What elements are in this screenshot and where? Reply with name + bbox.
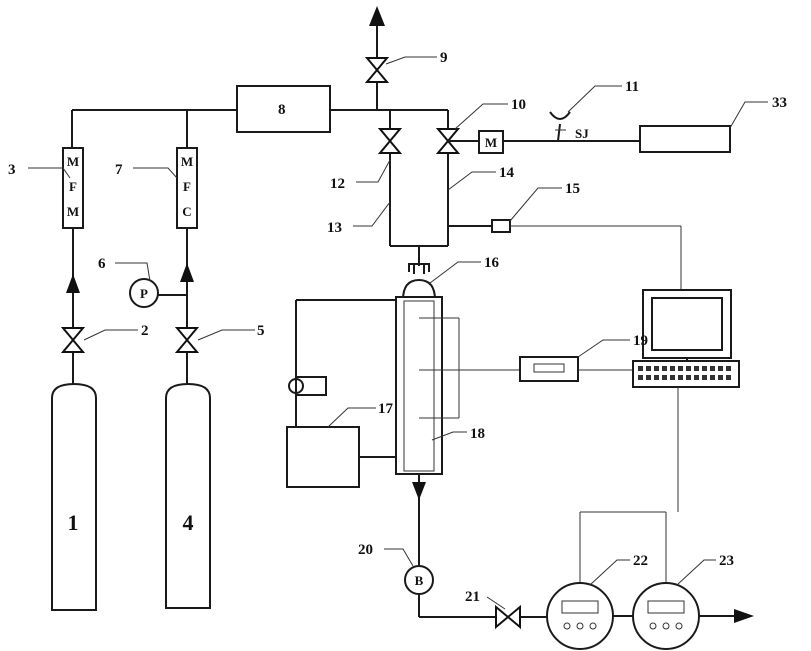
callout-8: 8: [278, 102, 286, 118]
valve-5: [174, 327, 200, 353]
keyboard-key: [726, 366, 731, 371]
keyboard-key: [662, 366, 667, 371]
flow-arrow-down-icon: [412, 482, 426, 500]
flow-arrow-up-icon: [180, 263, 194, 282]
callout-13: 13: [327, 220, 342, 236]
keyboard-key: [646, 375, 651, 380]
flow-meter-22: [546, 582, 614, 650]
keyboard-key: [702, 366, 707, 371]
circulating-bath-17: [286, 299, 396, 488]
reactor-18: [395, 263, 520, 475]
keyboard-key: [678, 366, 683, 371]
gas-cylinder-4: [165, 382, 211, 609]
callout-12: 12: [330, 176, 345, 192]
vent-arrow-up-icon: [369, 6, 385, 26]
outlet-arrow-right-icon: [734, 609, 754, 623]
callout-18: 18: [470, 426, 485, 442]
callout-33: 33: [772, 95, 787, 111]
keyboard-key: [638, 366, 643, 371]
mfc-letter-3: C: [182, 204, 191, 219]
pressure-gauge-6: [129, 278, 159, 308]
computer-keyboard: [632, 360, 740, 388]
reactor-inner-tube: [403, 300, 435, 472]
callout-14: 14: [499, 165, 515, 181]
gas-mixer-8: [236, 85, 331, 133]
keyboard-key: [686, 375, 691, 380]
gas-cylinder-1: [51, 382, 97, 611]
callout-labels: 3 2 5 6 7 8 9 10 11 33 12 13 14 15 16 19…: [8, 50, 787, 605]
keyboard-key: [646, 366, 651, 371]
keyboard-key: [726, 375, 731, 380]
keyboard-key: [654, 375, 659, 380]
keyboard-key: [678, 375, 683, 380]
callout-16: 16: [484, 255, 500, 271]
keyboard-key: [702, 375, 707, 380]
flow-arrow-up-icon: [66, 274, 80, 293]
callout-3: 3: [8, 162, 16, 178]
pressure-sensor-15: [448, 219, 682, 290]
callout-22: 22: [633, 553, 648, 569]
outlet-line: B: [404, 474, 754, 650]
callout-21: 21: [465, 589, 480, 605]
keyboard-key: [718, 375, 723, 380]
pump-b-label: B: [415, 573, 424, 588]
mfm-letter-2: F: [69, 179, 77, 194]
callout-10: 10: [511, 97, 526, 113]
callout-19: 19: [633, 333, 648, 349]
valve-21: [495, 604, 521, 630]
callout-9: 9: [440, 50, 448, 66]
keyboard-key: [694, 366, 699, 371]
syringe-11: [549, 111, 571, 142]
callout-23: 23: [719, 553, 734, 569]
cylinder-1-line: M F M 1: [51, 147, 97, 611]
callout-11: 11: [625, 79, 639, 95]
circulation-pump-body: [295, 376, 327, 396]
keyboard-key: [670, 366, 675, 371]
keyboard-key: [718, 366, 723, 371]
reactor-outer-jacket: [395, 296, 443, 475]
circulation-pump-impeller-icon: [288, 378, 304, 394]
callout-5: 5: [257, 323, 265, 339]
mfm-letter-1: M: [67, 154, 79, 169]
callout-20: 20: [358, 542, 373, 558]
device-33: [639, 125, 731, 153]
reactor-top-16: [401, 278, 437, 301]
motor-m-label: M: [485, 135, 497, 150]
callout-15: 15: [565, 181, 580, 197]
gas-header-pipe: [71, 109, 448, 148]
mfc-letter-2: F: [183, 179, 191, 194]
keyboard-key: [710, 366, 715, 371]
keyboard-key: [654, 366, 659, 371]
keyboard-key: [686, 366, 691, 371]
callout-2: 2: [141, 323, 149, 339]
flow-meter-23: [632, 582, 700, 650]
keyboard-key: [638, 375, 643, 380]
keyboard-key: [694, 375, 699, 380]
gauge-p-label: P: [140, 286, 148, 301]
valve-12: [377, 128, 403, 154]
keyboard-key: [710, 375, 715, 380]
callout-leaders: [28, 56, 768, 610]
callout-6: 6: [98, 256, 106, 272]
keyboard-key: [662, 375, 667, 380]
valve-2: [60, 327, 86, 353]
reactor-feed-branches: M: [377, 110, 640, 266]
callout-17: 17: [378, 401, 394, 417]
cylinder-4-line: M F C P 4: [129, 147, 211, 609]
computer-monitor: [642, 289, 732, 359]
cylinder-1-label: 1: [68, 510, 79, 535]
callout-7: 7: [115, 162, 123, 178]
computer: [579, 289, 740, 588]
mfm-letter-3: M: [67, 204, 79, 219]
keyboard-key: [670, 375, 675, 380]
cylinder-4-label: 4: [183, 510, 194, 535]
sj-tag: SJ: [575, 126, 589, 141]
mfc-letter-1: M: [181, 154, 193, 169]
vent-line-9: [364, 6, 390, 110]
temperature-display-19: [519, 356, 633, 382]
